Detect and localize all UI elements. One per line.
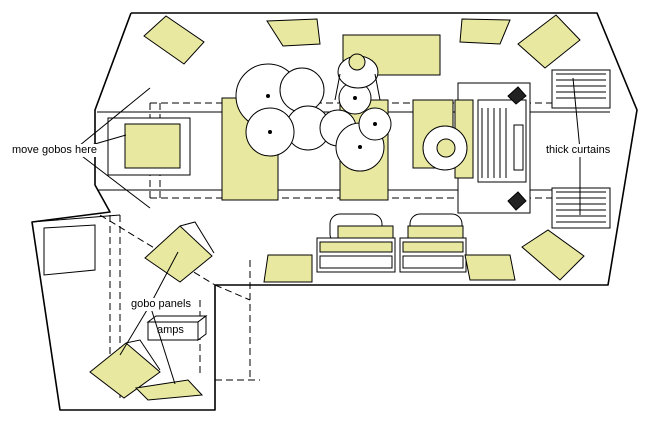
keyboard-rig [316,213,467,273]
move-gobos-label: move gobos here [12,144,97,157]
mixing-desk [422,82,531,214]
thick-curtains [551,69,611,229]
floor-gobos [263,254,516,283]
left-wall-gobo [107,117,191,176]
side-room [31,214,121,276]
gobo-panels [89,221,215,401]
amps-box [146,315,208,341]
amps-label: amps [157,324,184,336]
gobo-panels-label: gobo panels [131,298,191,311]
thick-curtains-label: thick curtains [546,144,611,157]
annotation-lines [73,77,581,385]
drummer-figure [334,53,381,101]
drum-area [221,63,454,201]
